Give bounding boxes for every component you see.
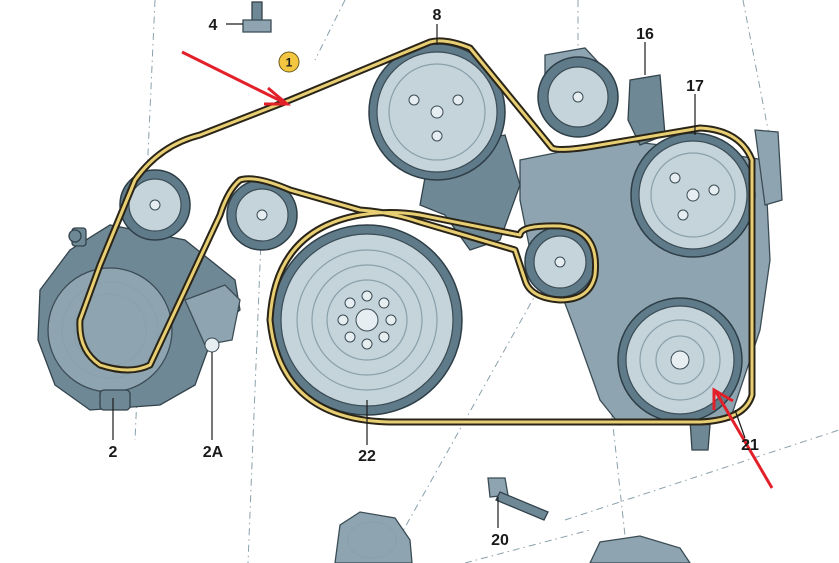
crank-bolt-hole	[378, 297, 390, 309]
label-2a: 2A	[203, 444, 224, 461]
crank-bolt-hole	[344, 297, 356, 309]
idler-pulley-upper-left	[119, 169, 191, 241]
label-2: 2	[109, 444, 118, 461]
crank-pulley-22	[271, 224, 463, 416]
bolt-4	[226, 1, 272, 33]
leader-lines	[112, 24, 746, 528]
pulley-21	[617, 297, 743, 423]
label-16: 16	[636, 26, 654, 43]
serpentine-belt	[76, 37, 756, 426]
label-4: 4	[209, 17, 218, 34]
crank-bolt-hole	[337, 314, 349, 326]
tensioner-16	[537, 47, 619, 138]
label-8: 8	[433, 7, 442, 24]
crank-bolt-hole	[378, 331, 390, 343]
alternator	[37, 224, 241, 411]
lower-parts	[334, 511, 691, 563]
bolt-20	[487, 477, 549, 521]
pulley-17	[630, 132, 756, 258]
label-22: 22	[358, 448, 376, 465]
idler-pulley-center-left	[226, 179, 298, 251]
label-20: 20	[491, 532, 509, 549]
pulley-8	[368, 43, 506, 181]
idler-pulley-center-right	[524, 226, 596, 298]
belt-badge: 1	[278, 51, 300, 73]
crank-bolt-hole	[385, 314, 397, 326]
crank-bolt-hole	[344, 331, 356, 343]
label-21: 21	[741, 437, 759, 454]
crank-bolt-hole	[361, 290, 373, 302]
label-17: 17	[686, 78, 704, 95]
badge-label: 1	[286, 56, 293, 70]
red-arrows	[181, 50, 774, 489]
crank-bolt-hole	[361, 338, 373, 350]
